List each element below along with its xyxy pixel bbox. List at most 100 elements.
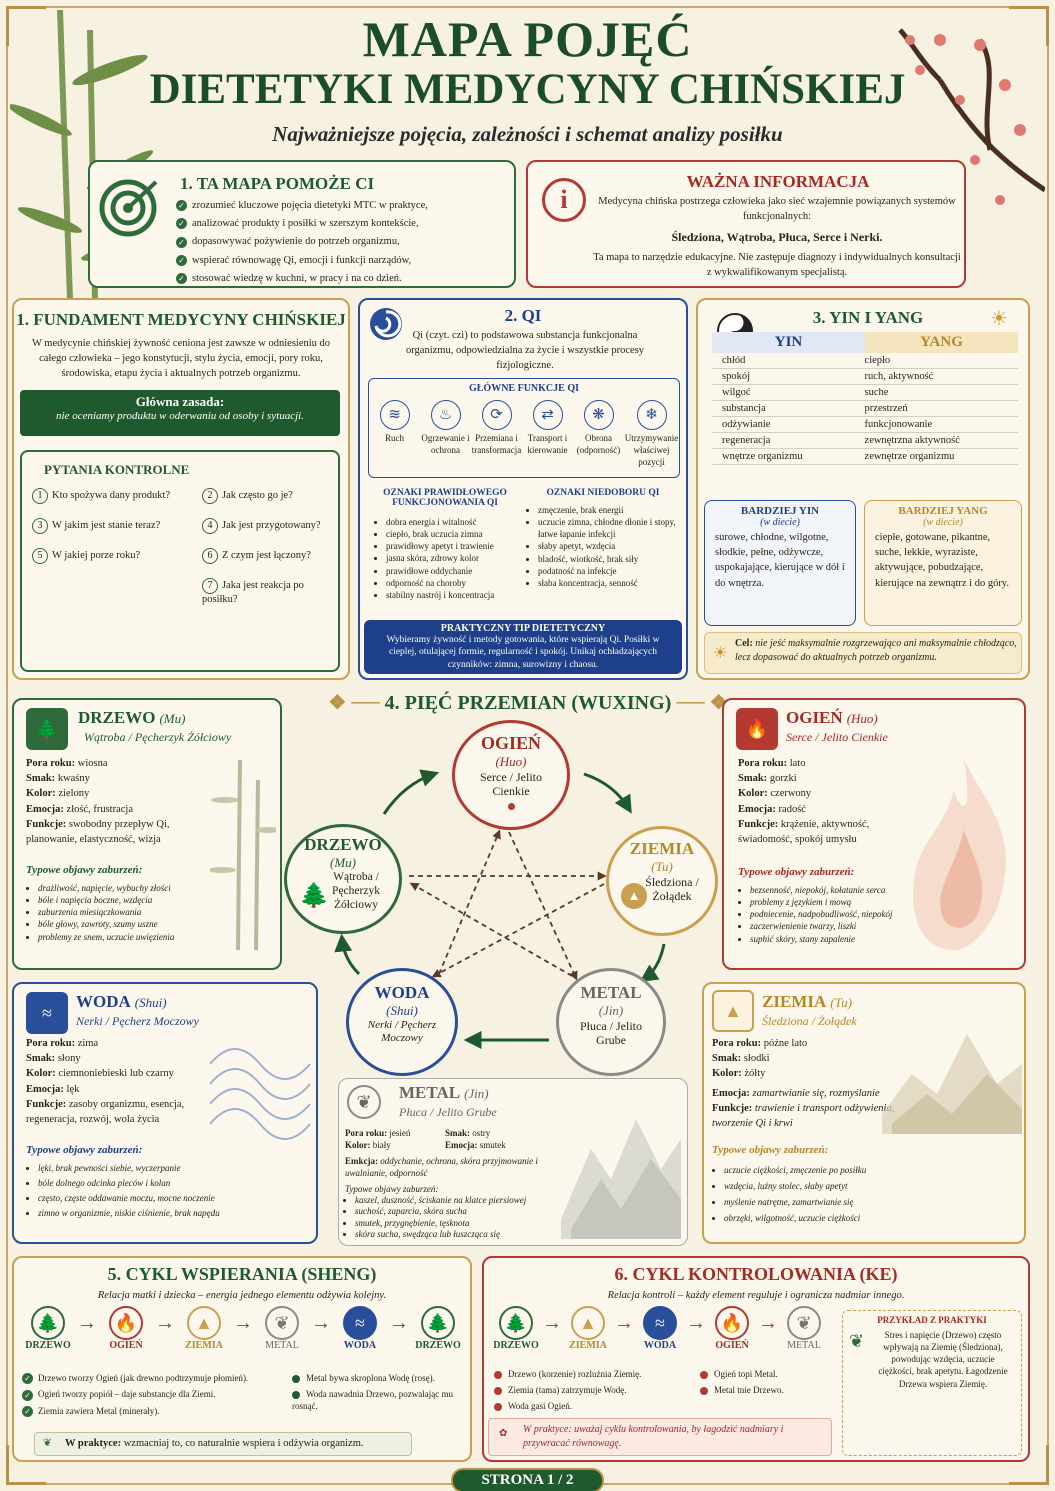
intro-list: ✓zrozumieć kluczowe pojęcia dietetyki MT…: [176, 198, 511, 286]
corner-ornament: [6, 1445, 46, 1485]
wood-symptoms: drażliwość, napięcie, wybuchy złościbóle…: [38, 882, 274, 943]
qi-good-list: dobra energia i witalnośćciepło, brak uc…: [378, 516, 526, 601]
qi-panel: 2. QI Qi (czyt. czi) to podstawowa subst…: [358, 298, 688, 680]
wood-details: Pora roku: wiosna Smak: kwaśny Kolor: zi…: [26, 758, 170, 846]
corner-ornament: [6, 6, 46, 46]
sheng-arrow: [382, 769, 440, 815]
leaf-icon: ❦: [43, 1438, 52, 1449]
wood-element-card: 🌲 DRZEWO (Mu) Wątroba / Pęcherzyk Żółcio…: [12, 698, 282, 970]
wave-sketch: [210, 1048, 311, 1140]
flame-sketch: [913, 760, 1006, 950]
list-item: zimno w organizmie, niskie ciśnienie, br…: [38, 1207, 308, 1219]
tree-icon: 🌲: [31, 1306, 65, 1340]
sheng-chain: 🌲DRZEWO → 🔥OGIEŃ → ▲ZIEMIA → ❦METAL → ≈W…: [20, 1306, 466, 1351]
list-item: Drzewo (korzenie) rozluźnia Ziemię.: [494, 1368, 684, 1380]
list-item: prawidłowy apetyt i trawienie: [386, 540, 526, 552]
list-item: zaburzenia miesiączkowania: [38, 906, 274, 918]
mountain-icon: ▲: [712, 990, 754, 1032]
intro-panel: 1. TA MAPA POMOŻE CI ✓zrozumieć kluczowe…: [88, 160, 516, 288]
qi-swirl-icon: [370, 308, 402, 340]
qi-function-item: ≋Ruch: [370, 400, 420, 468]
list-item: problemy ze snem, uczucie uwięzienia: [38, 931, 274, 943]
list-item: Metal bywa skroplona Wodę (rosę).: [292, 1372, 462, 1384]
ke-arrow: [431, 883, 605, 978]
flame-icon: ♨: [430, 400, 461, 430]
more-yin-text: surowe, chłodne, wilgotne, słodkie, pełn…: [715, 532, 845, 589]
qi-tip-banner: PRAKTYCZNY TIP DIETETYCZNY Wybieramy żyw…: [364, 620, 682, 674]
sheng-node-fire: 🔥OGIEŃ: [98, 1306, 154, 1351]
list-item: lęki, brak pewności siebie, wyczerpanie: [38, 1162, 308, 1174]
tree-icon: 🌲: [421, 1306, 455, 1340]
list-item: Metal tnie Drzewo.: [700, 1384, 830, 1396]
fundament-text: W medycynie chińskiej żywność ceniona je…: [31, 338, 331, 380]
water-symptoms: lęki, brak pewności siebie, wyczerpanieb…: [38, 1162, 308, 1220]
water-name: WODA: [76, 992, 131, 1011]
list-item: smutek, przygnębienie, tęsknota: [355, 1218, 565, 1229]
list-item: bladość, wiotkość, brak siły: [538, 553, 680, 565]
practice-example-title: PRZYKŁAD Z PRAKTYKI: [877, 1315, 987, 1325]
fundament-panel: 1. FUNDAMENT MEDYCYNY CHIŃSKIEJ W medycy…: [12, 298, 350, 680]
sheng-arrow: [334, 933, 361, 976]
list-item: obrzęki, wilgotność, uczucie ciężkości: [724, 1212, 1004, 1224]
corner-ornament: [1009, 1445, 1049, 1485]
arrow-right-icon: →: [155, 1312, 175, 1334]
list-item: suphić skóry, stany zapalenie: [750, 933, 960, 945]
qi-functions-row: ≋Ruch ♨Ogrzewanie i ochrona ⟳Przemiana i…: [369, 400, 679, 468]
list-item: skóra sucha, swędząca lub łuszcząca się: [355, 1229, 565, 1240]
wood-symptoms-title: Typowe objawy zaburzeń:: [26, 864, 143, 876]
important-info-panel: i WAŻNA INFORMACJA Medycyna chińska post…: [526, 160, 966, 288]
sheng-rules-left: ✓Drzewo tworzy Ogień (jak drewno podtrzy…: [22, 1372, 284, 1418]
qi-text: Qi (czyt. czi) to podstawowa substancja …: [405, 330, 644, 372]
ke-chain: 🌲DRZEWO → ▲ZIEMIA → ≈WODA → 🔥OGIEŃ → ❦ME…: [490, 1306, 830, 1351]
leaf-icon: ❦: [265, 1306, 299, 1340]
info-disclaimer: Ta mapa to narzędzie edukacyjne. Nie zas…: [593, 252, 961, 279]
more-yin-title: BARDZIEJ YIN: [740, 505, 820, 517]
fire-organs: Serce / Jelito Cienkie: [786, 730, 888, 744]
arrow-right-icon: →: [686, 1312, 706, 1334]
yin-column-header: YIN: [712, 332, 865, 353]
fire-details: Pora roku: lato Smak: gorzki Kolor: czer…: [738, 758, 870, 846]
wheel-metal-node: METAL (Jin) Płuca / Jelito Grube: [556, 968, 666, 1076]
page-title-line2: DIETETYKI MEDYCYNY CHIŃSKIEJ: [149, 66, 906, 113]
fire-name: OGIEŃ: [786, 708, 843, 727]
metal-details-left: Pora roku: jesień Kolor: biały: [345, 1128, 411, 1151]
practice-example-box: PRZYKŁAD Z PRAKTYKI ❦ Stres i napięcie (…: [842, 1310, 1022, 1456]
mountain-icon: ▲: [187, 1306, 221, 1340]
list-item: odporność na choroby: [386, 577, 526, 589]
list-item: ✓Drzewo tworzy Ogień (jak drewno podtrzy…: [22, 1372, 284, 1385]
metal-symptoms-title: Typowe objawy zaburzeń:: [345, 1184, 439, 1194]
list-item: Woda gasi Ogień.: [494, 1400, 684, 1412]
flame-icon: 🔥: [736, 708, 778, 750]
ke-arrow: [409, 882, 573, 977]
list-item: bezsenność, niepokój, kołatanie serca: [750, 884, 960, 896]
wave-icon: ≈: [643, 1306, 677, 1340]
metal-details-right: Smak: ostry Emocja: smutek: [445, 1128, 506, 1151]
ke-arrow: [508, 831, 578, 981]
ke-node-metal: ❦METAL: [778, 1306, 830, 1351]
water-element-card: ≈ WODA (Shui) Nerki / Pęcherz Moczowy Po…: [12, 982, 318, 1244]
sheng-subtitle: Relacja matki i dziecka – energia jedneg…: [97, 1290, 387, 1301]
earth-element-card: ▲ ZIEMIA (Tu) Śledziona / Żołądek Pora r…: [702, 982, 1026, 1244]
list-item: Ziemia (tama) zatrzymuje Wodę.: [494, 1384, 684, 1396]
fire-symptoms: bezsenność, niepokój, kołatanie sercapro…: [750, 884, 960, 945]
qi-function-item: ❋Obrona (odporność): [574, 400, 624, 468]
sheng-practice-note: ❦W praktyce: wzmacniaj to, co naturalnie…: [34, 1432, 412, 1456]
water-organs: Nerki / Pęcherz Moczowy: [76, 1014, 199, 1028]
list-item: jasna skóra, zdrowy kolor: [386, 552, 526, 564]
blossom-branch-illustration: [898, 28, 1045, 205]
list-item: ✓Ogień tworzy popiół – daje substancje d…: [22, 1388, 284, 1401]
fundament-title: 1. FUNDAMENT MEDYCYNY CHIŃSKIEJ: [16, 310, 346, 329]
flame-icon: 🔥: [109, 1306, 143, 1340]
sheng-cycle-panel: 5. CYKL WSPIERANIA (SHENG) Relacja matki…: [12, 1256, 472, 1462]
list-item: bóle i napięcia boczne, wzdęcia: [38, 894, 274, 906]
